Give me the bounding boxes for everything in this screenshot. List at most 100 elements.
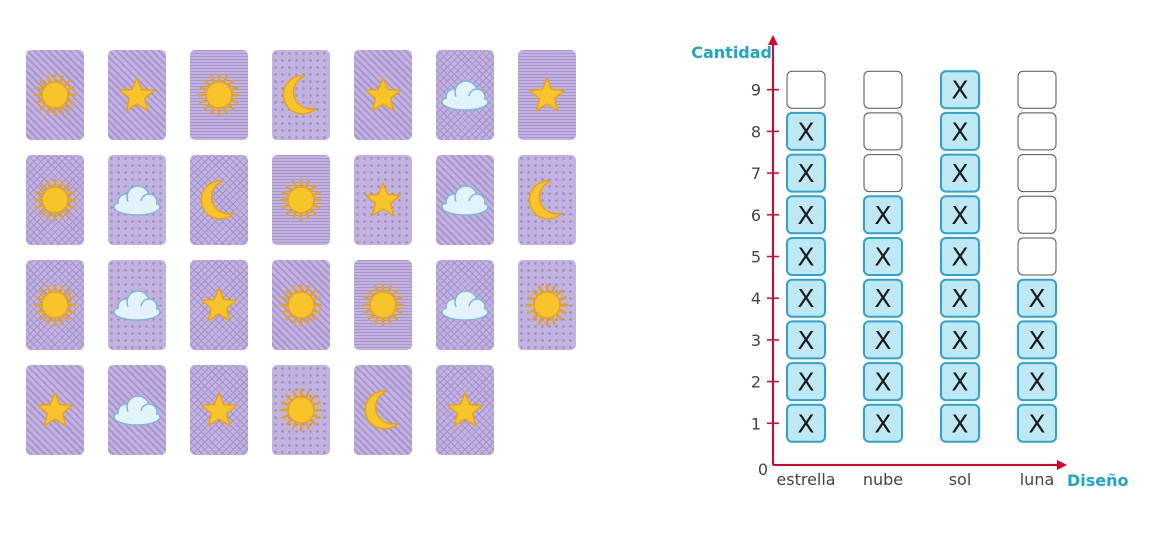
star-icon bbox=[201, 287, 237, 322]
category-label-sol: sol bbox=[949, 470, 972, 489]
card-estrella bbox=[190, 365, 248, 455]
filled-box-nube bbox=[863, 403, 903, 443]
sun-icon bbox=[197, 73, 241, 117]
x-mark: X bbox=[874, 326, 891, 355]
card-luna bbox=[354, 365, 412, 455]
card-estrella bbox=[518, 50, 576, 140]
x-mark: X bbox=[1028, 284, 1045, 313]
filled-box-nube bbox=[863, 362, 903, 402]
x-mark: X bbox=[797, 409, 814, 438]
star-icon bbox=[365, 77, 401, 112]
x-mark: X bbox=[797, 159, 814, 188]
origin-label: 0 bbox=[758, 460, 768, 479]
cloud-icon bbox=[441, 185, 489, 216]
category-label-estrella: estrella bbox=[776, 470, 835, 489]
x-mark: X bbox=[797, 284, 814, 313]
y-tick-label: 5 bbox=[751, 248, 761, 267]
filled-box-sol bbox=[940, 403, 980, 443]
filled-box-luna bbox=[1017, 278, 1057, 318]
moon-icon bbox=[364, 390, 399, 430]
card-sol bbox=[272, 365, 330, 455]
x-mark: X bbox=[797, 243, 814, 272]
star-icon bbox=[447, 392, 483, 427]
filled-box-sol bbox=[940, 70, 980, 110]
y-axis-title: Cantidad bbox=[691, 43, 772, 62]
card-sol bbox=[190, 50, 248, 140]
star-icon bbox=[201, 392, 237, 427]
card-estrella bbox=[190, 260, 248, 350]
card-sol bbox=[272, 155, 330, 245]
sun-icon bbox=[279, 178, 323, 222]
star-icon bbox=[365, 182, 401, 217]
x-mark: X bbox=[951, 76, 968, 105]
x-mark: X bbox=[797, 201, 814, 230]
card-nube bbox=[108, 260, 166, 350]
x-mark: X bbox=[1028, 368, 1045, 397]
x-mark: X bbox=[951, 368, 968, 397]
filled-box-nube bbox=[863, 278, 903, 318]
y-tick-label: 9 bbox=[751, 81, 761, 100]
category-label-luna: luna bbox=[1020, 470, 1055, 489]
x-mark: X bbox=[951, 243, 968, 272]
y-tick-label: 6 bbox=[751, 206, 761, 225]
y-tick-label: 2 bbox=[751, 373, 761, 392]
x-axis-title: Diseño bbox=[1067, 471, 1129, 490]
y-tick-label: 3 bbox=[751, 331, 761, 350]
x-mark: X bbox=[797, 117, 814, 146]
card-sol bbox=[26, 50, 84, 140]
card-sol bbox=[354, 260, 412, 350]
x-mark: X bbox=[951, 326, 968, 355]
cloud-icon bbox=[441, 80, 489, 111]
card-nube bbox=[436, 260, 494, 350]
x-mark: X bbox=[951, 201, 968, 230]
card-estrella bbox=[436, 365, 494, 455]
star-icon bbox=[119, 77, 155, 112]
filled-box-estrella bbox=[786, 362, 826, 402]
moon-icon bbox=[200, 180, 235, 220]
card-luna bbox=[272, 50, 330, 140]
x-mark: X bbox=[874, 368, 891, 397]
card-nube bbox=[436, 50, 494, 140]
cloud-icon bbox=[113, 185, 161, 216]
sun-icon bbox=[525, 283, 569, 327]
x-mark: X bbox=[1028, 409, 1045, 438]
moon-icon bbox=[528, 180, 563, 220]
y-tick-label: 7 bbox=[751, 164, 761, 183]
filled-box-estrella bbox=[786, 278, 826, 318]
empty-box-luna bbox=[1017, 70, 1057, 109]
x-mark: X bbox=[874, 243, 891, 272]
x-mark: X bbox=[951, 409, 968, 438]
x-mark: X bbox=[874, 201, 891, 230]
cloud-icon bbox=[113, 395, 161, 426]
filled-box-luna bbox=[1017, 320, 1057, 360]
card-luna bbox=[190, 155, 248, 245]
x-mark: X bbox=[951, 117, 968, 146]
filled-box-sol bbox=[940, 362, 980, 402]
cloud-icon bbox=[441, 290, 489, 321]
filled-box-estrella bbox=[786, 111, 826, 151]
x-mark: X bbox=[1028, 326, 1045, 355]
filled-box-sol bbox=[940, 320, 980, 360]
card-estrella bbox=[354, 50, 412, 140]
filled-box-sol bbox=[940, 278, 980, 318]
empty-box-luna bbox=[1017, 154, 1057, 193]
filled-box-nube bbox=[863, 195, 903, 235]
x-mark: X bbox=[951, 159, 968, 188]
sun-icon bbox=[33, 178, 77, 222]
y-tick-label: 1 bbox=[751, 414, 761, 433]
card-nube bbox=[436, 155, 494, 245]
card-nube bbox=[108, 365, 166, 455]
sun-icon bbox=[33, 73, 77, 117]
filled-box-estrella bbox=[786, 403, 826, 443]
filled-box-luna bbox=[1017, 362, 1057, 402]
empty-box-estrella bbox=[786, 70, 826, 109]
cloud-icon bbox=[113, 290, 161, 321]
x-mark: X bbox=[874, 284, 891, 313]
filled-box-nube bbox=[863, 320, 903, 360]
filled-box-estrella bbox=[786, 153, 826, 193]
y-tick-label: 8 bbox=[751, 122, 761, 141]
filled-box-estrella bbox=[786, 320, 826, 360]
filled-box-sol bbox=[940, 153, 980, 193]
sun-icon bbox=[33, 283, 77, 327]
x-mark: X bbox=[797, 368, 814, 397]
